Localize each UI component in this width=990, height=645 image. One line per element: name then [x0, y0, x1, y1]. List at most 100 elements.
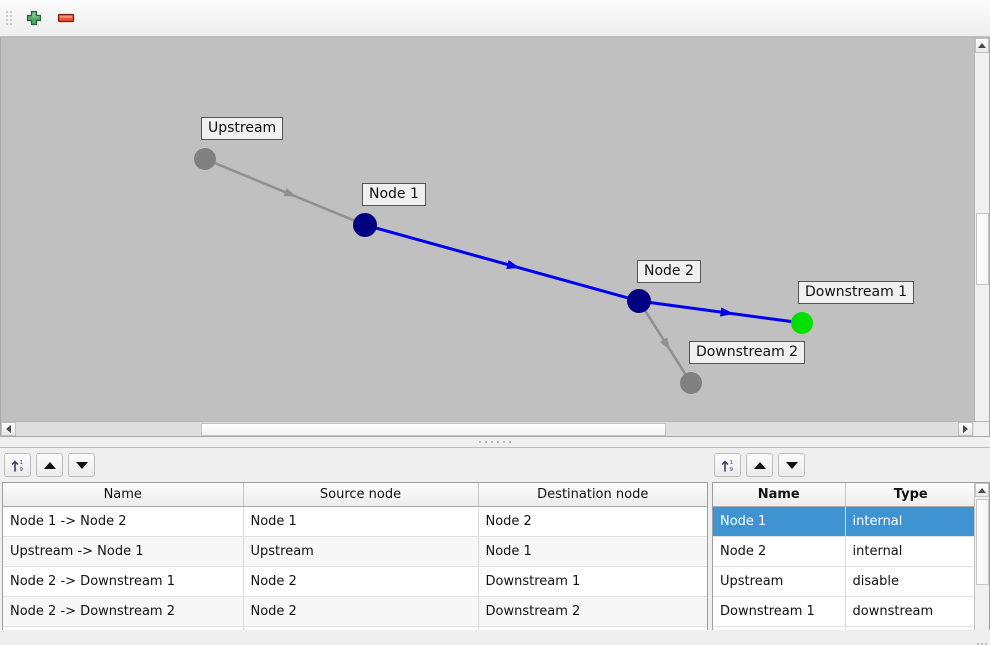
graph-node-node2[interactable]: [627, 289, 651, 313]
scroll-right-arrow[interactable]: [958, 422, 973, 436]
toolbar-grip[interactable]: [4, 7, 13, 29]
edges-cell-source-node[interactable]: Node 2: [243, 596, 479, 627]
edge-arrowhead-node1-node2: [506, 260, 521, 269]
graph-edge-upstream-node1[interactable]: [213, 161, 356, 222]
graph-edges-layer: [213, 161, 793, 376]
edges-cell-destination-node[interactable]: Node 1: [478, 536, 707, 567]
nodes-cell-name[interactable]: Node 2: [713, 536, 846, 567]
edge-arrowhead-node2-downstream1: [720, 307, 734, 317]
edges-column-header[interactable]: Destination node: [478, 483, 707, 507]
graph-node-label-node1[interactable]: Node 1: [362, 183, 426, 206]
scroll-up-arrow[interactable]: [975, 38, 989, 53]
sort-digit-bottom: 9: [19, 467, 23, 473]
triangle-left-icon: [6, 425, 11, 433]
graph-node-label-node2[interactable]: Node 2: [637, 260, 701, 283]
edges-cell-source-node[interactable]: Upstream: [243, 536, 479, 567]
nodes-cell-type[interactable]: internal: [845, 506, 976, 537]
edges-sort-button[interactable]: 1 9: [4, 453, 31, 477]
graph-edge-node1-node2[interactable]: [375, 226, 629, 300]
nodes-cell-type[interactable]: downstream: [845, 596, 976, 627]
graph-node-label-upstream[interactable]: Upstream: [201, 117, 284, 140]
add-node-button[interactable]: [18, 3, 50, 33]
triangle-down-icon: [75, 461, 88, 469]
edges-cell-name[interactable]: Node 2 -> Downstream 2: [3, 596, 244, 627]
triangle-right-icon: [963, 425, 968, 433]
remove-node-button[interactable]: [50, 3, 82, 33]
edges-column-header[interactable]: Name: [3, 483, 244, 507]
graph-horizontal-scroll-thumb[interactable]: [201, 423, 666, 436]
triangle-up-icon: [43, 461, 56, 469]
graph-node-label-downstream2[interactable]: Downstream 2: [689, 341, 806, 364]
nodes-cell-name[interactable]: Node 1: [713, 506, 846, 537]
edges-cell-name[interactable]: Upstream -> Node 1: [3, 536, 244, 567]
edge-arrowhead-node2-downstream2: [659, 337, 671, 351]
nodes-vertical-scroll-thumb[interactable]: [976, 499, 989, 585]
edges-toolbar: 1 9: [0, 448, 710, 482]
graph-node-upstream[interactable]: [194, 148, 216, 170]
sort-digit-bottom: 9: [729, 467, 733, 473]
nodes-cell-name[interactable]: Downstream 1: [713, 596, 846, 627]
sort-ascending-icon: 1 9: [721, 460, 733, 473]
sort-digit-top: 1: [19, 460, 23, 466]
nodes-move-up-button[interactable]: [746, 453, 773, 477]
graph-node-label-downstream1[interactable]: Downstream 1: [798, 281, 915, 304]
panel-splitter[interactable]: [0, 437, 990, 448]
triangle-up-icon: [978, 487, 986, 493]
edge-arrowhead-upstream-node1: [283, 188, 297, 197]
edges-cell-destination-node[interactable]: Downstream 1: [478, 566, 707, 597]
nodes-toolbar: 1 9: [710, 448, 990, 482]
status-bar: [0, 630, 990, 645]
nodes-cell-type[interactable]: internal: [845, 536, 976, 567]
triangle-down-icon: [785, 461, 798, 469]
edges-move-up-button[interactable]: [36, 453, 63, 477]
graph-node-downstream1[interactable]: [791, 312, 813, 334]
edges-cell-name[interactable]: Node 2 -> Downstream 1: [3, 566, 244, 597]
scroll-left-arrow[interactable]: [1, 422, 16, 436]
edges-column-header[interactable]: Source node: [243, 483, 479, 507]
scrollbar-corner: [974, 422, 989, 436]
nodes-sort-button[interactable]: 1 9: [714, 453, 741, 477]
graph-vertical-scrollbar[interactable]: [974, 38, 989, 436]
sort-digit-top: 1: [729, 460, 733, 466]
window-resize-grip[interactable]: [976, 638, 988, 645]
graph-vertical-scroll-thumb[interactable]: [976, 213, 989, 285]
edges-cell-destination-node[interactable]: Downstream 2: [478, 596, 707, 627]
nodes-column-header[interactable]: Type: [845, 483, 976, 507]
nodes-vertical-scrollbar[interactable]: [974, 483, 989, 645]
nodes-cell-name[interactable]: Upstream: [713, 566, 846, 597]
graph-node-downstream2[interactable]: [680, 372, 702, 394]
main-toolbar: [0, 0, 990, 37]
nodes-move-down-button[interactable]: [778, 453, 805, 477]
graph-node-node1[interactable]: [353, 213, 377, 237]
nodes-column-header[interactable]: Name: [713, 483, 846, 507]
nodes-cell-type[interactable]: disable: [845, 566, 976, 597]
graph-horizontal-scrollbar[interactable]: [1, 421, 989, 436]
edges-move-down-button[interactable]: [68, 453, 95, 477]
scroll-up-arrow[interactable]: [975, 483, 989, 497]
edges-cell-source-node[interactable]: Node 1: [243, 506, 479, 537]
edges-cell-name[interactable]: Node 1 -> Node 2: [3, 506, 244, 537]
edges-cell-source-node[interactable]: Node 2: [243, 566, 479, 597]
edges-cell-destination-node[interactable]: Node 2: [478, 506, 707, 537]
